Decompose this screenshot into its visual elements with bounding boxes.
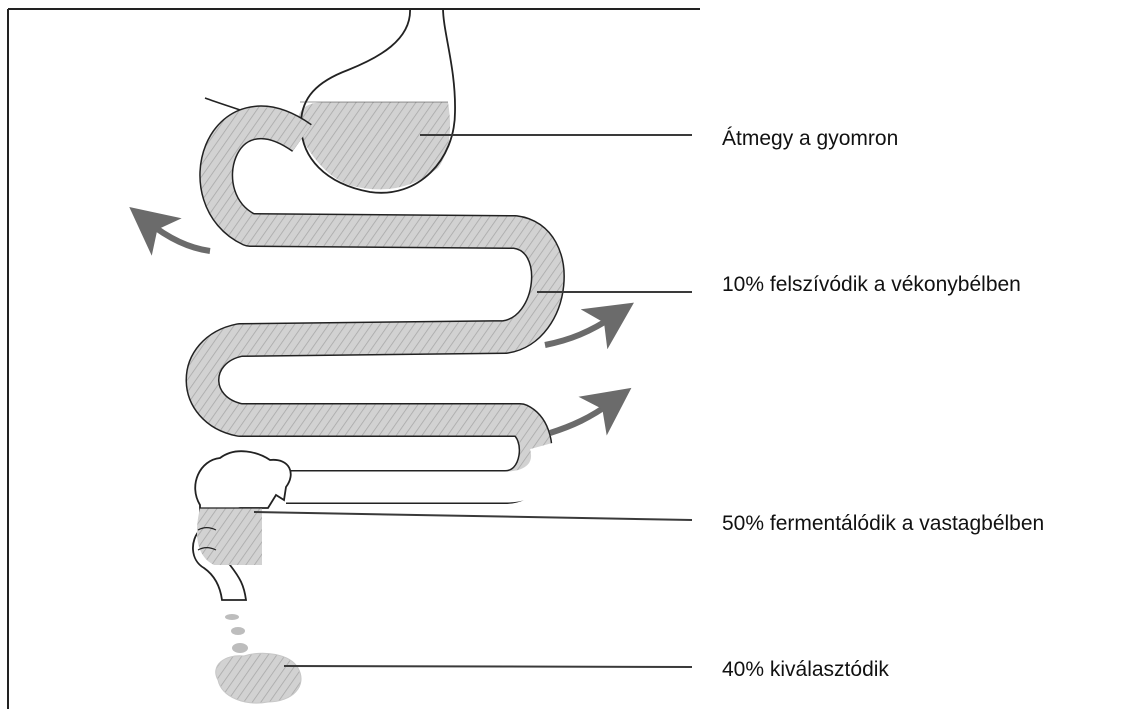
large-intestine (193, 451, 291, 600)
excreted-mass (216, 614, 301, 703)
arrow-right-upper-icon (545, 316, 614, 345)
arrow-right-lower-icon (550, 402, 612, 433)
label-stomach: Átmegy a gyomron (722, 128, 898, 149)
label-large-intestine: 50% fermentálódik a vastagbélben (722, 513, 1044, 534)
arrow-left-icon (148, 222, 210, 251)
stomach (205, 8, 455, 193)
label-small-intestine: 10% felszívódik a vékonybélben (722, 274, 1021, 295)
label-excreted: 40% kiválasztódik (722, 659, 889, 680)
leader-line-large-intestine (254, 512, 692, 520)
leader-line-excreted (284, 666, 692, 667)
